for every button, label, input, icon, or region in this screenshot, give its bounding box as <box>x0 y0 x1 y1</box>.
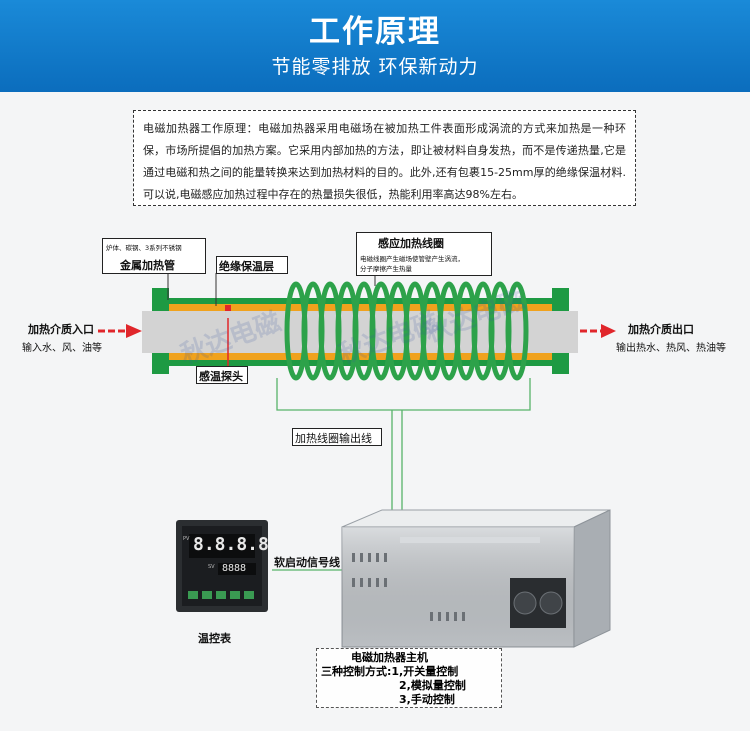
host-mode-1: 三种控制方式:1,开关量控制 <box>321 665 459 678</box>
induction-coil-callout <box>356 232 492 276</box>
page-title: 工作原理 <box>309 14 441 50</box>
coil-output-wires <box>276 378 531 520</box>
host-info-box: 电磁加热器主机 三种控制方式:1,开关量控制 2,模拟量控制 3,手动控制 <box>316 648 502 708</box>
outlet-arrow-icon <box>580 324 616 338</box>
host-mode-2: 2,模拟量控制 <box>399 679 466 692</box>
controller-label: 温控表 <box>198 632 231 645</box>
metal-pipe-label: 金属加热管 <box>120 259 175 272</box>
sv-label: SV <box>208 564 215 570</box>
induction-coil-label: 感应加热线圈 <box>378 237 444 250</box>
pipe-material-note: 炉体、碳钢、3系列不锈钢 <box>106 244 182 252</box>
host-mode-3: 3,手动控制 <box>399 693 455 706</box>
inlet-title: 加热介质入口 <box>28 323 94 336</box>
temp-probe-label: 感温探头 <box>199 370 243 383</box>
outlet-description: 输出热水、热风、热油等 <box>616 343 726 354</box>
coil-output-label: 加热线圈输出线 <box>295 432 372 445</box>
metal-pipe-callout <box>102 238 206 274</box>
temp-probe-callout <box>196 366 248 384</box>
induction-coil-icon <box>284 281 529 381</box>
coil-output-callout <box>292 428 382 446</box>
inlet-arrow-icon <box>98 324 142 338</box>
induction-coil-note-1: 电磁线圈产生磁场使管壁产生涡流， <box>360 255 464 263</box>
insulation-label: 绝缘保温层 <box>219 260 274 273</box>
intro-text-box: 电磁加热器工作原理：电磁加热器采用电磁场在被加热工件表面形成涡流的方式来加热是一… <box>133 110 636 206</box>
temperature-controller-icon <box>176 520 268 612</box>
sv-display: 8888 <box>222 563 247 574</box>
pv-label: PV <box>183 536 190 542</box>
host-title: 电磁加热器主机 <box>351 651 428 664</box>
induction-coil-note-2: 分子摩擦产生热量 <box>360 265 412 273</box>
insulation-callout <box>216 256 288 274</box>
header-banner: 工作原理 节能零排放 环保新动力 <box>0 0 750 92</box>
pv-display: 8.8.8.8 <box>193 534 269 555</box>
page-subtitle: 节能零排放 环保新动力 <box>271 56 479 78</box>
soft-start-label: 软启动信号线 <box>274 556 340 569</box>
outlet-title: 加热介质出口 <box>628 323 694 336</box>
inlet-description: 输入水、风、油等 <box>22 343 102 354</box>
heater-host-cabinet <box>341 509 611 648</box>
